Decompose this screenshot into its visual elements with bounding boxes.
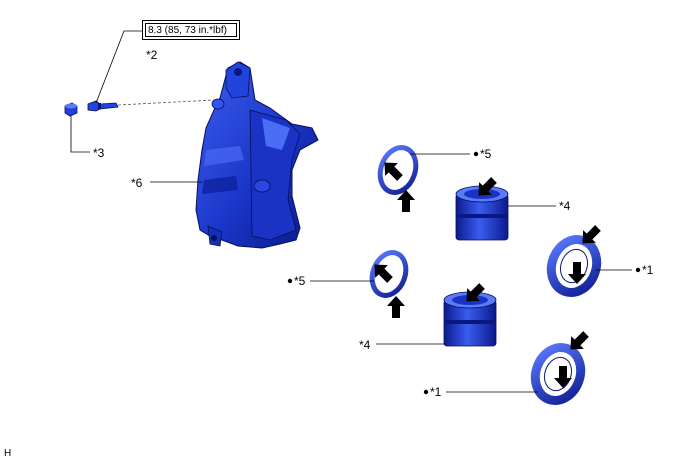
arrow-seal-lower-out xyxy=(387,296,405,318)
arrow-boot-upper-a xyxy=(582,225,601,244)
torque-spec-box: 8.3 (85, 73 in.*lbf) xyxy=(142,20,240,40)
bleeder-plug xyxy=(87,100,119,112)
callout-1-lower: *1 xyxy=(430,385,442,399)
bullet-5a xyxy=(473,151,479,157)
callout-3: *3 xyxy=(93,146,105,160)
corner-code: H xyxy=(4,448,12,459)
direction-arrows xyxy=(374,162,601,388)
callout-2: *2 xyxy=(146,48,158,62)
arrow-seal-upper-out xyxy=(397,190,415,212)
leader-2 xyxy=(95,30,142,104)
cylinder-boot-lower xyxy=(530,343,586,405)
arrow-boot-lower-b xyxy=(554,366,572,388)
callout-5-upper: *5 xyxy=(480,147,492,161)
callout-1-upper: *1 xyxy=(642,263,654,277)
arrow-seal-lower-in xyxy=(374,264,393,283)
callout-4-lower: *4 xyxy=(359,338,371,352)
leader-3 xyxy=(70,116,90,153)
bleeder-cap xyxy=(64,102,78,117)
bullet-1a xyxy=(635,267,641,273)
callout-4-upper: *4 xyxy=(559,199,571,213)
piston-seal-upper xyxy=(377,145,419,195)
piston-seal-lower xyxy=(369,250,409,298)
leader-lines xyxy=(70,30,632,393)
bullet-1b xyxy=(423,389,429,395)
arrow-seal-upper-in xyxy=(384,162,403,181)
alignment-dashed-line xyxy=(117,99,215,106)
arrow-boot-lower-a xyxy=(570,331,589,350)
torque-spec-text: 8.3 (85, 73 in.*lbf) xyxy=(145,23,237,37)
arrow-piston-upper xyxy=(478,177,497,196)
new-part-bullets xyxy=(287,151,641,395)
arrow-piston-lower xyxy=(466,283,485,302)
caliper-body xyxy=(195,61,319,249)
arrow-boot-upper-b xyxy=(568,262,586,284)
bullet-5b xyxy=(287,278,293,284)
callout-5-lower: *5 xyxy=(294,274,306,288)
callout-6: *6 xyxy=(131,176,143,190)
